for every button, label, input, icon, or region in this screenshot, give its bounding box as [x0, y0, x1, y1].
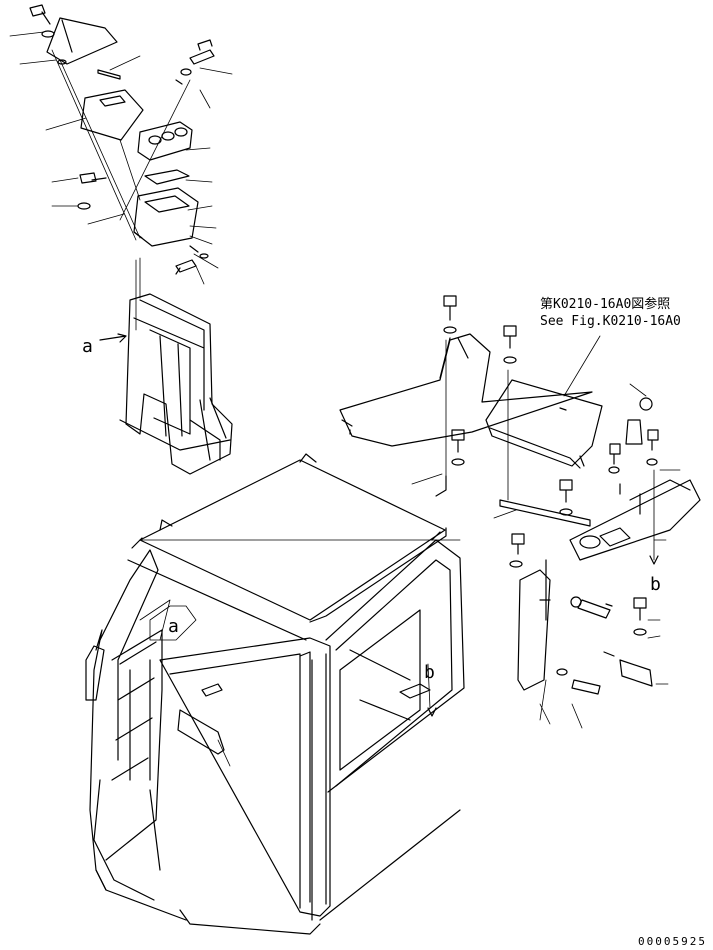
bolt-part: [503, 325, 517, 349]
reference-note: 第K0210-16A0図参照 See Fig.K0210-16A0: [540, 296, 681, 330]
screw-part: [29, 4, 51, 25]
bolt-part: [633, 597, 647, 621]
drawing-code: 00005925: [638, 935, 707, 948]
floor-plate-part: [339, 333, 593, 447]
lower-cover-part: [80, 89, 144, 141]
bolt-part: [511, 533, 525, 555]
right-parts-group: [339, 295, 701, 729]
connector-part: [625, 419, 643, 445]
bracket-part: [177, 709, 225, 755]
side-bracket-part: [517, 569, 551, 691]
bolt-part: [577, 599, 613, 619]
switch-block-part: [137, 121, 193, 161]
console-column-part: [99, 257, 233, 475]
reference-jp: 第K0210-16A0図参照: [540, 297, 671, 312]
bolt-part: [451, 429, 465, 453]
console-box-part: [133, 187, 199, 247]
bolt-part: [559, 479, 573, 503]
washer-part: [443, 326, 457, 334]
bolt-part: [647, 429, 659, 451]
cover-plate-part: [46, 17, 118, 65]
cab-frame-part: [85, 453, 465, 935]
washer-part: [180, 68, 192, 76]
bolt-part: [189, 39, 215, 65]
callout-a-left: a: [82, 336, 94, 357]
bolt-part: [443, 295, 457, 321]
bolt-part: [201, 683, 223, 697]
bolt-part: [571, 679, 601, 695]
callout-b-right: b: [650, 574, 662, 595]
gasket-part: [144, 169, 190, 185]
cover-part: [485, 379, 603, 467]
bolt-part: [609, 443, 621, 465]
screw-part: [79, 172, 107, 184]
reference-en: See Fig.K0210-16A0: [540, 314, 681, 329]
flat-bar-part: [499, 499, 591, 527]
clip-part: [619, 659, 653, 687]
washer-part: [77, 202, 91, 210]
pin-part: [97, 69, 121, 80]
bolt-part: [175, 259, 197, 275]
callout-b-cab: b: [424, 662, 436, 683]
callout-a-cab: a: [168, 616, 180, 637]
console-parts-group: [9, 4, 233, 285]
